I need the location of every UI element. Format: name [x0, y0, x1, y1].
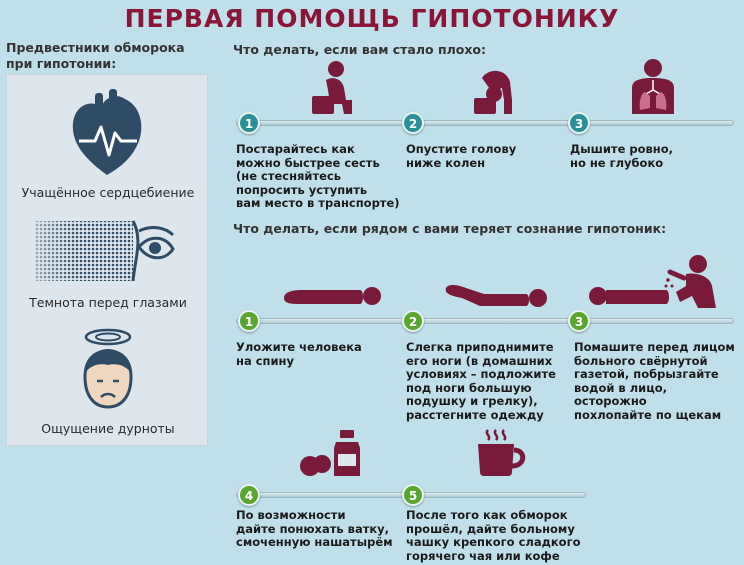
helper-splash-icon — [589, 255, 716, 308]
hot-cup-icon — [478, 429, 526, 476]
dizzy-face-icon — [83, 328, 133, 409]
section1-step-3-text: Дышите ровно, но не глубоко — [570, 142, 674, 170]
symptom-label-darkness: Темнота перед глазами — [29, 295, 187, 310]
section1-timeline — [236, 118, 734, 128]
section2-step-4-number: 4 — [238, 484, 260, 506]
section2-step-5-text: После того как обморок прошёл, дайте бол… — [406, 508, 581, 563]
section2-timeline-top — [236, 316, 734, 326]
page-title: ПЕРВАЯ ПОМОЩЬ ГИПОТОНИКУ — [124, 4, 620, 33]
section2-step-3-number: 3 — [568, 310, 590, 332]
ammonia-bottle-icon — [300, 430, 360, 476]
legs-raised-person-icon — [445, 285, 547, 307]
section1-step-3-number: 3 — [568, 112, 590, 134]
section1-step-2-text: Опустите голову ниже колен — [406, 142, 517, 170]
section1-step-1-text: Постарайтесь как можно быстрее сесть (не… — [236, 142, 400, 210]
section1-step-1-number: 1 — [238, 112, 260, 134]
section2-step-2-number: 2 — [402, 310, 424, 332]
section1-step-2-number: 2 — [402, 112, 424, 134]
sidebar-heading: Предвестники обморока при гипотонии: — [6, 40, 185, 71]
section1-heading: Что делать, если вам стало плохо: — [233, 42, 486, 57]
section2-step-3-text: Помашите перед лицом больного свёрнутой … — [574, 340, 735, 422]
symptom-label-nausea: Ощущение дурноты — [41, 421, 175, 436]
section2-heading: Что делать, если рядом с вами теряет соз… — [233, 221, 667, 236]
symptom-label-heartbeat: Учащённое сердцебиение — [21, 185, 195, 200]
head-down-person-icon — [474, 70, 512, 114]
section2-step-5-number: 5 — [402, 484, 424, 506]
lungs-torso-icon — [632, 59, 674, 114]
section2-step-4-text: По возможности дайте понюхать ватку, смо… — [236, 508, 393, 549]
section2-step-1-text: Уложите человека на спину — [236, 340, 362, 368]
heart-pulse-icon — [72, 89, 142, 175]
section2-step-1-number: 1 — [238, 310, 260, 332]
dark-vision-eye-icon — [35, 220, 175, 282]
symptoms-panel: Учащённое сердцебиение Темнота перед гла… — [6, 74, 208, 446]
lying-person-icon — [284, 287, 381, 305]
sitting-person-icon — [312, 61, 352, 114]
section2-step-2-text: Слегка приподнимите его ноги (в домашних… — [406, 340, 556, 422]
